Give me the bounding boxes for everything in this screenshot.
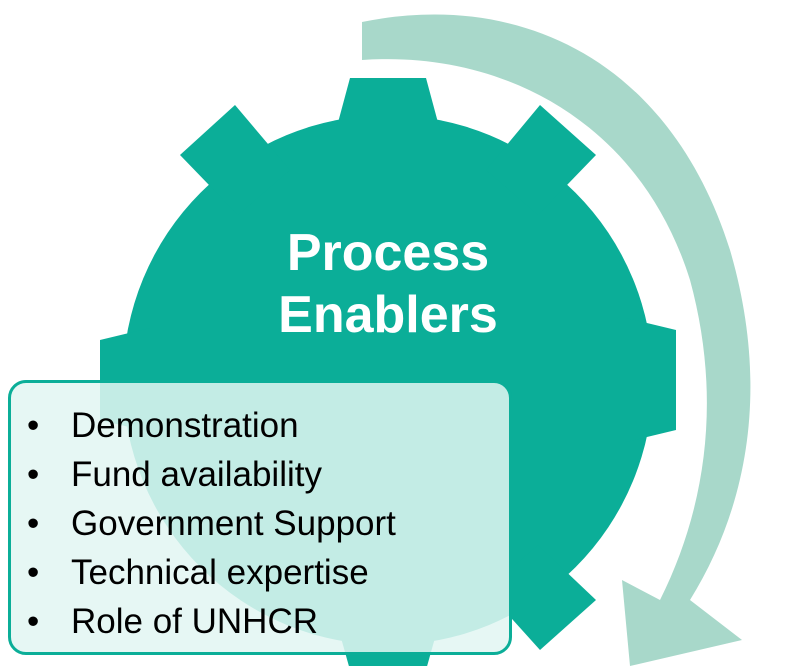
list-item-label: Technical expertise [71,553,369,592]
list-item: • Fund availability [27,450,396,499]
bullet-icon: • [27,406,40,445]
list-item-label: Role of UNHCR [71,602,318,641]
list-item-label: Demonstration [71,406,299,445]
list-item: • Role of UNHCR [27,597,396,646]
cycle-arrow [362,14,751,666]
gear-title-line-2: Enablers [278,286,498,344]
list-item-label: Government Support [71,504,396,543]
enablers-list: • Demonstration • Fund availability • Go… [27,401,396,646]
list-item: • Government Support [27,499,396,548]
bullet-icon: • [27,602,40,641]
gear-title: Process Enablers [238,222,538,346]
bullet-icon: • [27,553,40,592]
bullet-icon: • [27,455,40,494]
enablers-list-box: • Demonstration • Fund availability • Go… [8,380,512,655]
list-item: • Demonstration [27,401,396,450]
list-item: • Technical expertise [27,548,396,597]
gear-title-line-1: Process [286,224,490,282]
bullet-icon: • [27,504,40,543]
list-item-label: Fund availability [71,455,322,494]
